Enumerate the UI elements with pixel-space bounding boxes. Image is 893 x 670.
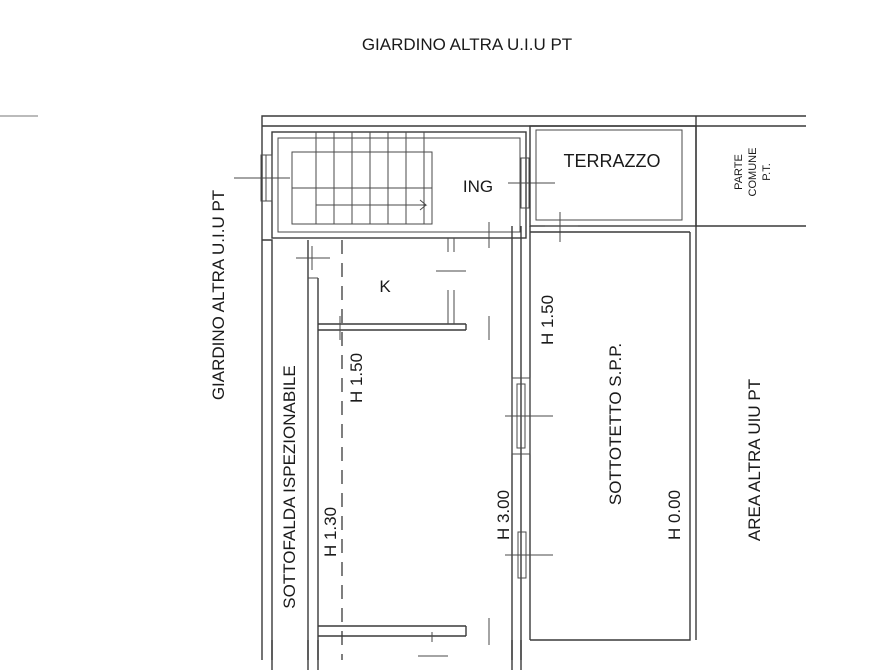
label-height-130: H 1.30 bbox=[321, 507, 340, 557]
label-common-part-line3: P.T. bbox=[761, 163, 773, 181]
interior-walls bbox=[488, 222, 697, 660]
label-eaves: SOTTOFALDA ISPEZIONABILE bbox=[280, 365, 299, 608]
label-height-000: H 0.00 bbox=[665, 490, 684, 540]
label-area-right: AREA ALTRA UIU PT bbox=[745, 379, 764, 541]
entrance-door bbox=[508, 157, 555, 209]
label-height-150-right: H 1.50 bbox=[538, 295, 557, 345]
label-common-part-line2: COMUNE bbox=[747, 148, 759, 197]
outer-walls bbox=[261, 115, 806, 660]
label-garden-left: GIARDINO ALTRA U.I.U PT bbox=[209, 190, 228, 400]
bottom-walls bbox=[271, 625, 522, 670]
label-attic: SOTTOTETTO S.P.P. bbox=[606, 343, 625, 505]
kitchen-walls bbox=[318, 238, 467, 340]
window-corridor-1 bbox=[505, 377, 553, 455]
eaves-wall bbox=[296, 240, 343, 660]
window-stair-left bbox=[234, 154, 290, 202]
label-height-150-left: H 1.50 bbox=[347, 353, 366, 403]
label-common-part-line1: PARTE bbox=[733, 154, 745, 190]
window-corridor-2 bbox=[505, 531, 553, 579]
terrace bbox=[529, 125, 697, 242]
label-terrace: TERRAZZO bbox=[564, 151, 661, 171]
staircase bbox=[271, 131, 527, 239]
label-height-300: H 3.00 bbox=[494, 490, 513, 540]
label-garden-top: GIARDINO ALTRA U.I.U PT bbox=[362, 35, 572, 54]
label-common-part: PARTE COMUNE P.T. bbox=[733, 148, 773, 197]
label-entrance: ING bbox=[463, 177, 493, 196]
label-kitchen: K bbox=[379, 277, 391, 296]
